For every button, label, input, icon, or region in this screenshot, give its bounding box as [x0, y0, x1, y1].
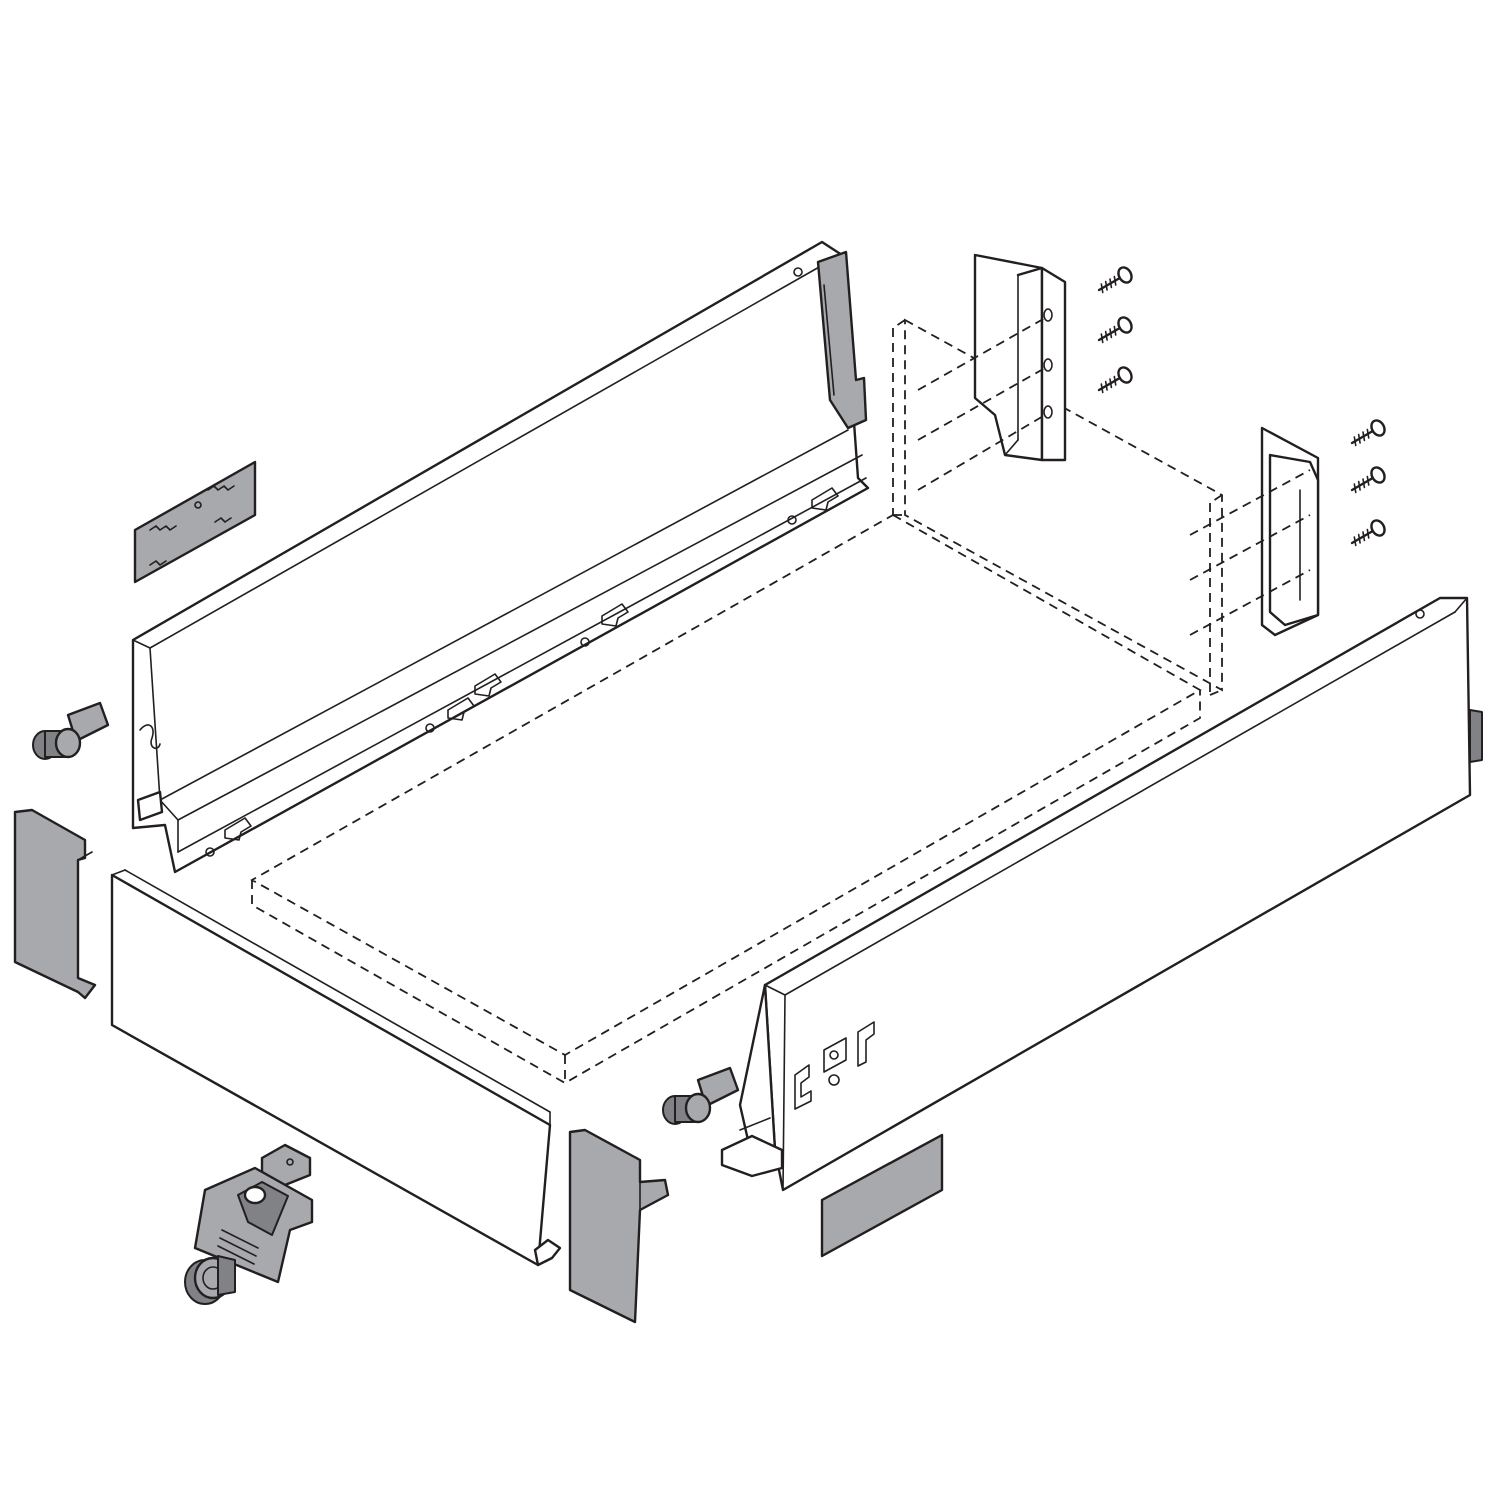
side-profile-clips [205, 487, 839, 857]
dowel-icon [32, 701, 740, 1125]
right-drawer-side-profile [720, 596, 1483, 1192]
end-cap-left [13, 808, 97, 1000]
back-panel-outline [892, 318, 1223, 696]
screw-icon [1097, 266, 1386, 547]
rear-fixing-bracket-right [1189, 426, 1320, 637]
front-fixing-slots [794, 1021, 875, 1110]
drawer-bottom-outline [250, 513, 1202, 1085]
round-connector-icon [184, 1255, 236, 1305]
front-panel [110, 869, 562, 1267]
cover-plate-right [820, 1133, 944, 1258]
front-fixing-clip [193, 1143, 314, 1284]
left-drawer-side-profile [131, 240, 870, 874]
cover-plate-left [133, 460, 257, 584]
end-cap-right [568, 1128, 670, 1324]
rear-fixing-bracket-left [917, 253, 1067, 491]
